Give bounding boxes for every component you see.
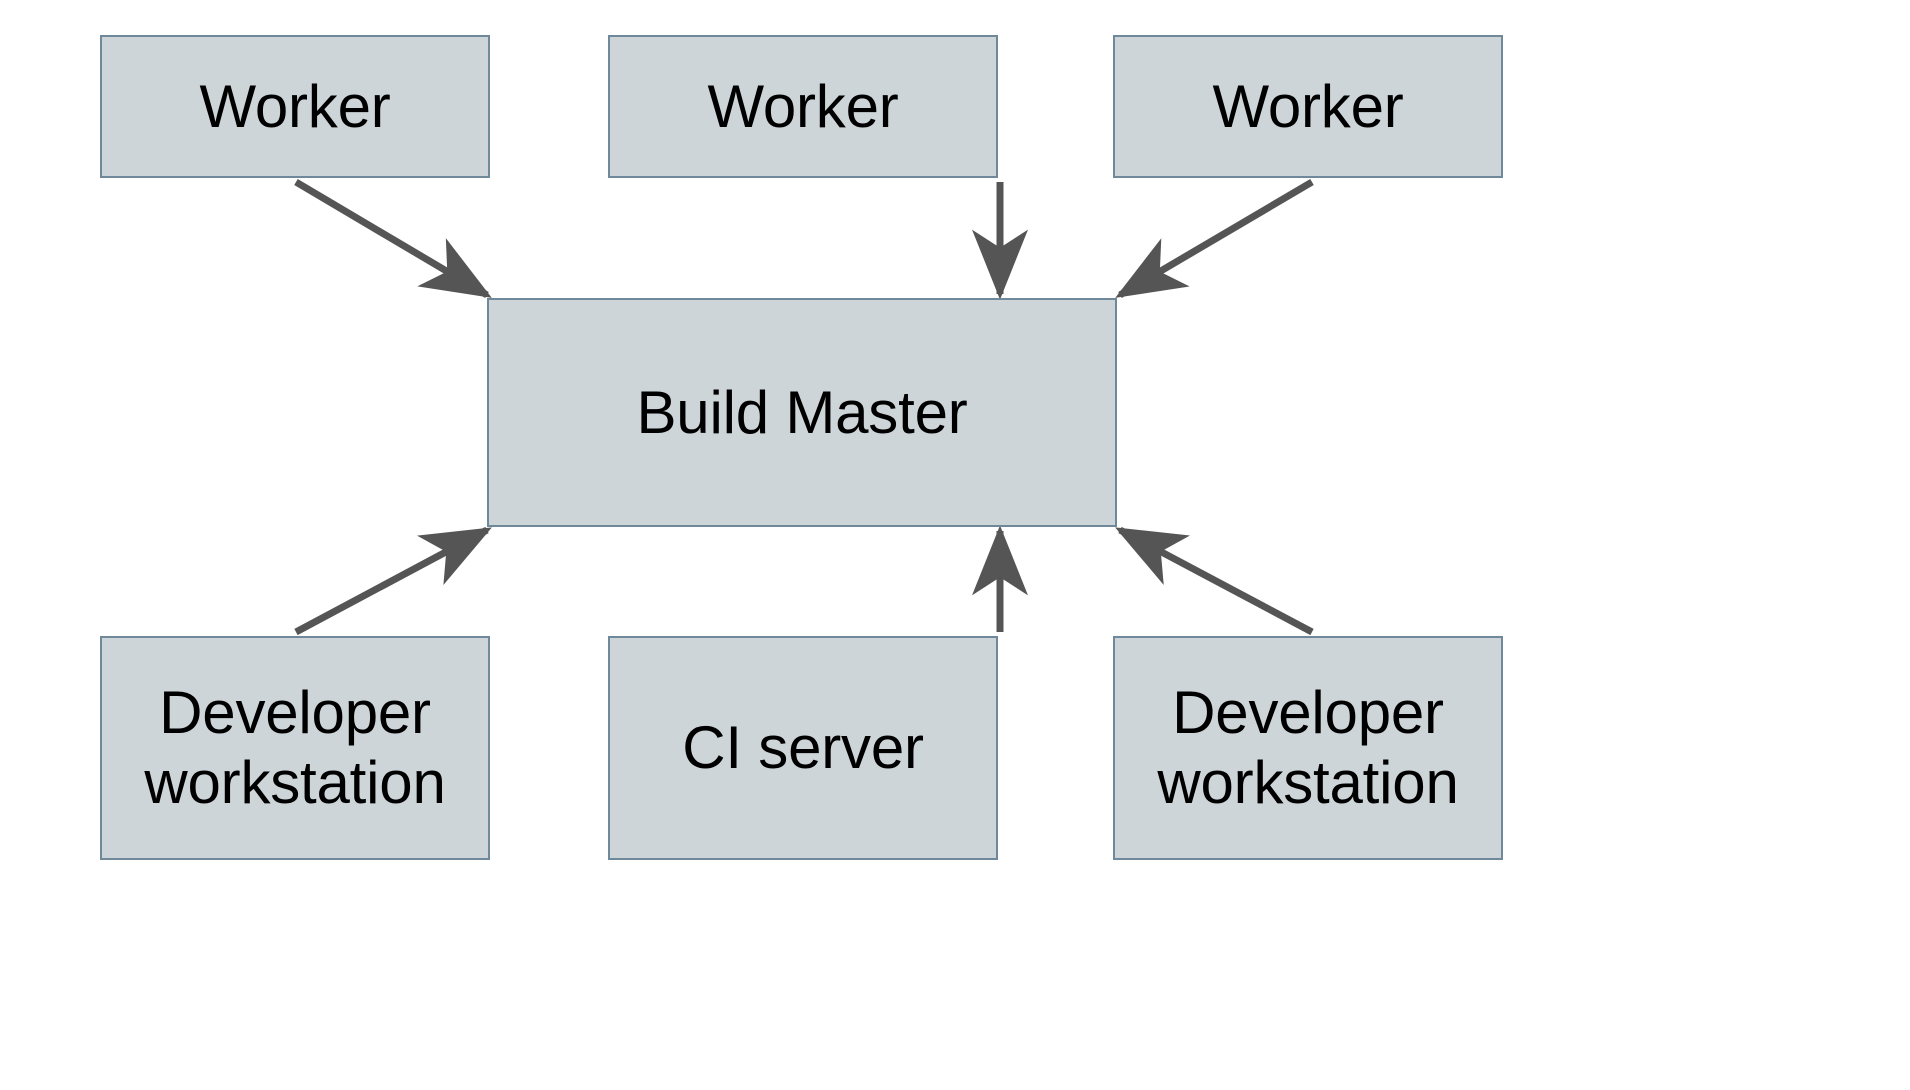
node-label: Developer workstation	[1157, 679, 1459, 816]
node-worker-3[interactable]: Worker	[1113, 35, 1503, 178]
node-label: CI server	[682, 714, 924, 782]
node-developer-workstation-right[interactable]: Developer workstation	[1113, 636, 1503, 860]
node-label: Developer workstation	[144, 679, 446, 816]
edge-worker-3-to-master	[1115, 178, 1314, 299]
node-ci-server[interactable]: CI server	[608, 636, 998, 860]
node-worker-2[interactable]: Worker	[608, 35, 998, 178]
node-label: Worker	[199, 72, 391, 140]
node-label: Build Master	[636, 378, 968, 446]
node-label: Worker	[1212, 72, 1404, 140]
node-developer-workstation-left[interactable]: Developer workstation	[100, 636, 490, 860]
edge-dev-left-to-master	[294, 526, 492, 636]
edge-dev-right-to-master	[1115, 526, 1314, 636]
node-worker-1[interactable]: Worker	[100, 35, 490, 178]
node-build-master[interactable]: Build Master	[487, 298, 1117, 527]
node-label: Worker	[707, 72, 899, 140]
edge-worker-1-to-master	[294, 178, 492, 299]
